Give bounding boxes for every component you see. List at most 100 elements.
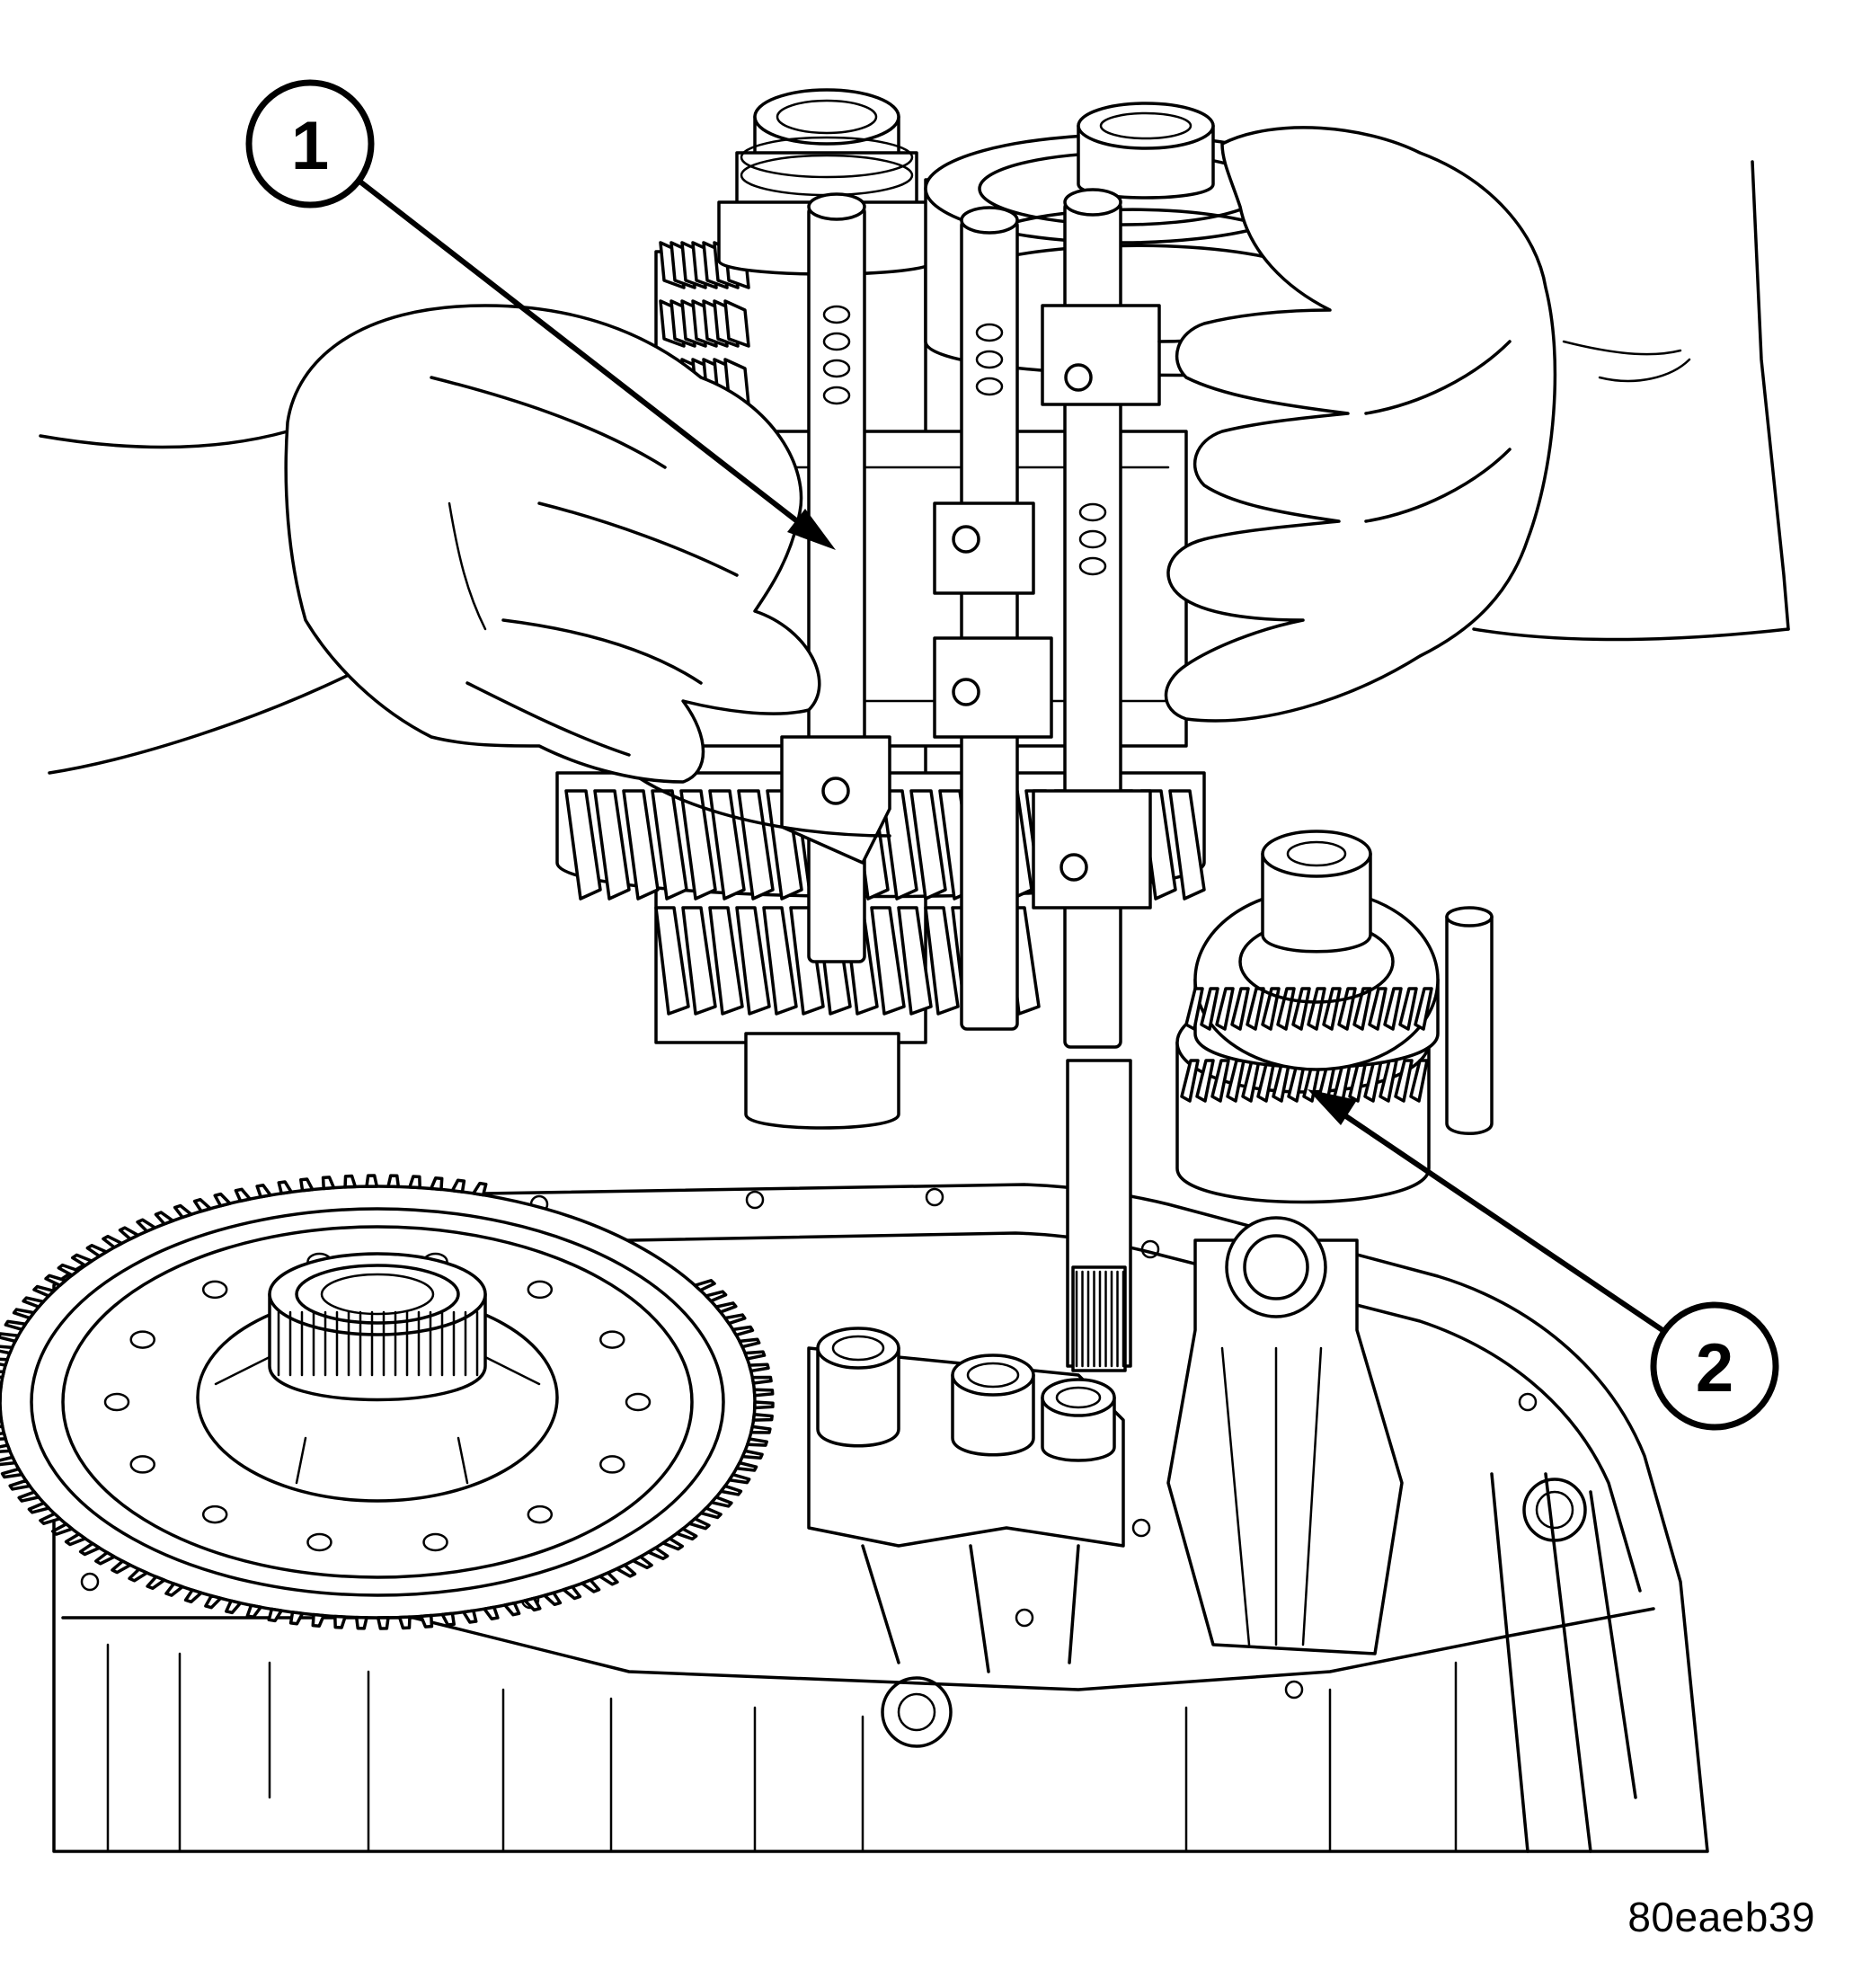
countershaft-gear-tooth <box>1394 1059 1414 1103</box>
ring-gear-tooth <box>311 1612 325 1629</box>
ring-gear-tooth <box>4 1319 28 1332</box>
ring-gear-tooth <box>102 1234 124 1249</box>
ring-gear-tooth <box>472 1181 488 1197</box>
low-gear-tooth <box>679 789 717 901</box>
ring-gear-tooth <box>750 1375 773 1385</box>
ring-gear-tooth <box>462 1609 478 1624</box>
ring-gear-tooth <box>234 1187 252 1203</box>
ring-gear-tooth <box>277 1180 293 1195</box>
input-shaft <box>1066 1059 1132 1372</box>
ring-gear-tooth <box>723 1313 747 1326</box>
ring-gear-bolt-hole <box>599 1455 625 1474</box>
ring-gear-tooth <box>0 1332 21 1344</box>
ring-gear-tooth <box>365 1174 379 1188</box>
ring-gear-tooth <box>483 1605 500 1620</box>
ring-gear-tooth <box>213 1192 232 1208</box>
ring-gear-tooth <box>693 1279 716 1292</box>
ring-gear-tooth <box>85 1244 109 1258</box>
ring-gear-tooth <box>255 1184 272 1199</box>
ring-gear-tooth <box>164 1582 184 1597</box>
ring-gear-tooth <box>71 1253 93 1267</box>
countershaft-gear-tooth <box>1383 987 1403 1031</box>
ring-gear-tooth <box>94 1550 117 1566</box>
ring-gear-tooth <box>288 1611 305 1626</box>
ring-gear-tooth <box>0 1419 4 1429</box>
countershaft-gear-tooth <box>1261 987 1281 1031</box>
ring-gear-tooth <box>192 1197 212 1213</box>
ring-gear-tooth <box>687 1517 711 1531</box>
ring-gear-bolt-hole <box>103 1392 130 1412</box>
countershaft-gear-tooth <box>1195 1059 1215 1103</box>
ring-gear-tooth <box>183 1588 203 1604</box>
low-gear-tooth <box>681 906 717 1016</box>
countershaft-gear-tooth <box>1409 1059 1429 1103</box>
case-bosses <box>807 1327 1125 1673</box>
ring-gear-tooth <box>752 1388 775 1398</box>
low-gear-tooth <box>737 789 775 901</box>
ring-gear-tooth <box>32 1284 56 1298</box>
ring-gear-tooth <box>731 1325 755 1337</box>
countershaft-gear-tooth <box>1215 987 1235 1031</box>
ring-gear-tooth <box>0 1382 4 1392</box>
callout-2: 2 <box>1308 1089 1779 1431</box>
ring-gear-tooth <box>598 1571 619 1586</box>
low-gear-tooth <box>924 906 960 1016</box>
ring-gear-tooth <box>738 1337 761 1349</box>
ring-gear-bolt-hole <box>306 1532 332 1552</box>
ring-gear-bolt-hole <box>422 1532 448 1552</box>
ring-gear-tooth <box>753 1400 775 1410</box>
ring-gear-tooth <box>267 1607 283 1623</box>
ring-gear-bolt-hole <box>599 1330 625 1349</box>
ring-gear-tooth <box>12 1308 36 1320</box>
low-gear-tooth <box>593 789 631 901</box>
countershaft-gear-tooth <box>1210 1059 1230 1103</box>
countershaft-gear-tooth <box>1398 987 1418 1031</box>
technician-hands <box>39 126 1790 784</box>
mainshaft-gear-tooth <box>723 299 750 348</box>
ring-gear-tooth <box>111 1559 132 1575</box>
ring-gear-tooth <box>0 1407 3 1416</box>
countershaft-gear-tooth <box>1200 987 1219 1031</box>
ring-gear-tooth <box>543 1591 563 1607</box>
ring-gear-tooth <box>0 1431 7 1441</box>
ring-gear-tooth <box>397 1615 412 1630</box>
ring-gear-tooth <box>0 1443 12 1453</box>
ring-gear-bolt-hole <box>201 1504 228 1524</box>
low-gear-tooth <box>870 906 906 1016</box>
ring-gear-bolt-hole <box>201 1280 228 1300</box>
ring-gear-tooth <box>740 1449 764 1460</box>
ring-gear-bolt-hole <box>527 1280 554 1300</box>
ring-gear-bolt-hole <box>625 1392 652 1412</box>
ring-gear-tooth <box>0 1357 9 1367</box>
low-gear-tooth <box>622 789 660 901</box>
ring-gear-tooth <box>699 1506 723 1520</box>
ring-gear-tooth <box>343 1174 358 1189</box>
callout-1: 1 <box>245 79 836 550</box>
ring-gear-tooth <box>173 1203 193 1220</box>
ring-gear-tooth <box>299 1177 315 1193</box>
ring-gear-tooth <box>646 1546 669 1560</box>
callout-2-number: 2 <box>1696 1330 1733 1407</box>
ring-gear-tooth <box>136 1218 157 1233</box>
ring-gear-tooth <box>204 1593 223 1610</box>
ring-gear-tooth <box>128 1567 149 1583</box>
ring-gear-tooth <box>503 1601 521 1617</box>
ring-gear-tooth <box>386 1174 401 1189</box>
countershaft-gear-tooth <box>1184 987 1204 1031</box>
low-gear-tooth <box>1168 789 1206 901</box>
ring-gear-tooth <box>408 1175 421 1190</box>
countershaft-gear-tooth <box>1414 987 1433 1031</box>
ring-gear-tooth <box>430 1176 444 1192</box>
figure-id-label: 80eaeb39 <box>1627 1894 1815 1940</box>
ring-gear-tooth <box>450 1178 466 1194</box>
ring-gear-tooth <box>749 1424 772 1434</box>
ring-gear-tooth <box>354 1615 368 1630</box>
countershaft-gear-tooth <box>1368 987 1388 1031</box>
ring-gear-tooth <box>44 1274 67 1287</box>
low-gear-tooth <box>909 789 947 901</box>
ring-gear-tooth <box>0 1370 5 1380</box>
ring-gear-tooth <box>225 1599 243 1615</box>
ring-gear-tooth <box>746 1437 768 1447</box>
ring-gear-tooth <box>751 1412 774 1422</box>
differential-ring-gear <box>0 1174 775 1630</box>
